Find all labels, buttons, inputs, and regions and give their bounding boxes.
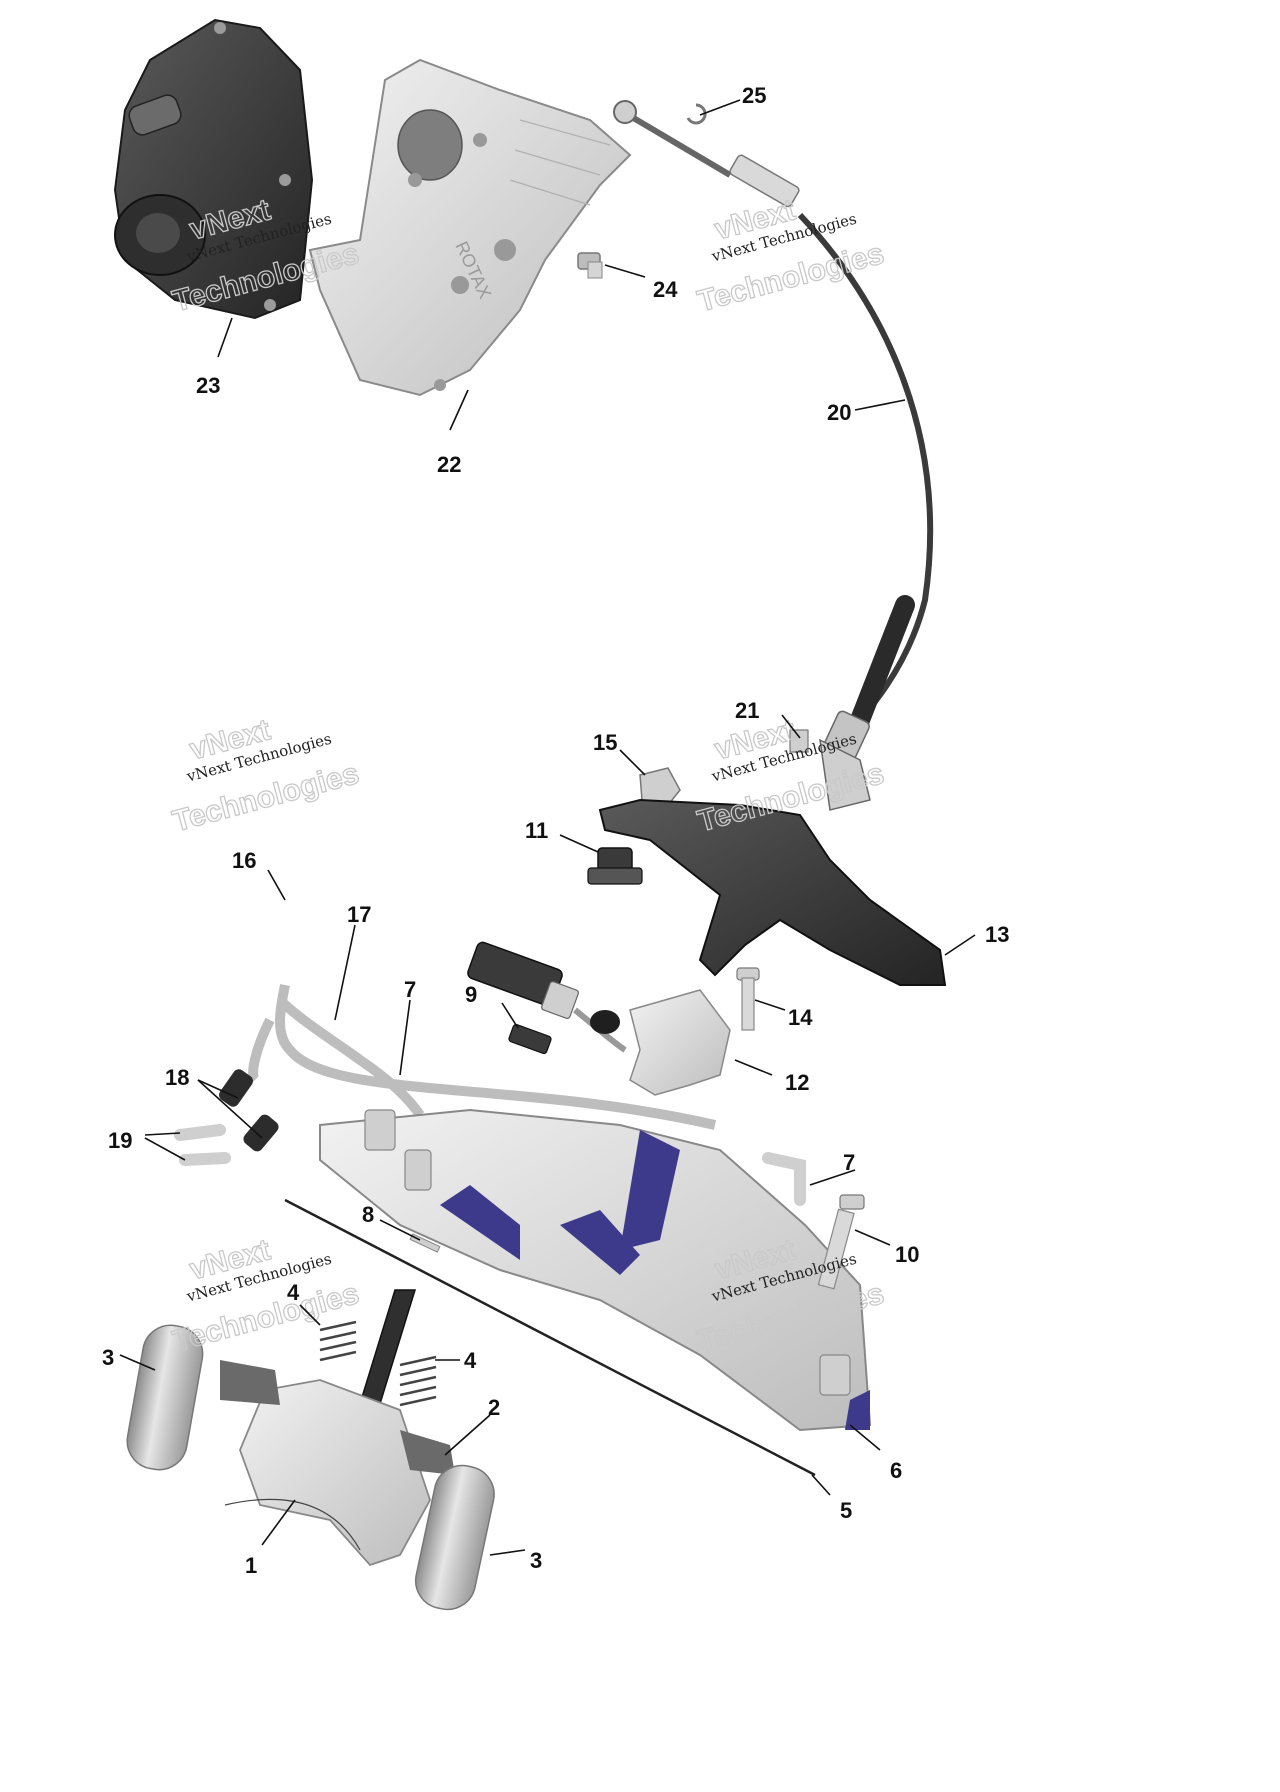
callout-22: 22	[437, 452, 461, 477]
callout-25: 25	[742, 83, 766, 108]
actuator-motor	[113, 18, 314, 320]
callout-16: 16	[232, 848, 256, 873]
fitting-7	[762, 1152, 806, 1206]
housing-rail	[319, 1108, 872, 1432]
callout-15: 15	[593, 730, 617, 755]
check-valves	[219, 1069, 279, 1152]
callout-18: 18	[165, 1065, 189, 1090]
sensor-connector	[467, 941, 627, 1053]
hoses	[248, 984, 717, 1130]
cable-fastener	[789, 729, 809, 753]
callout-12: 12	[785, 1070, 809, 1095]
rubber-stop	[587, 847, 643, 885]
sensor-bracket	[629, 989, 731, 1096]
springs	[319, 1320, 437, 1407]
callout-17: 17	[347, 902, 371, 927]
callout-21: 21	[735, 698, 759, 723]
pin-3-right	[414, 1464, 495, 1611]
callout-11: 11	[525, 818, 548, 843]
callout-8: 8	[362, 1202, 374, 1227]
callout-19: 19	[108, 1128, 132, 1153]
callout-7-upper: 7	[404, 977, 416, 1002]
callout-3-left: 3	[102, 1345, 114, 1370]
callout-9: 9	[465, 982, 477, 1007]
wire-5	[284, 1198, 816, 1477]
block-1	[224, 1379, 431, 1567]
bolt-14	[736, 967, 760, 1031]
callout-13: 13	[985, 922, 1009, 947]
callout-7-lower: 7	[843, 1150, 855, 1175]
retaining-clip	[686, 103, 707, 125]
callout-24: 24	[653, 277, 678, 302]
callout-4-upper: 4	[287, 1280, 300, 1305]
leader-lines	[119, 99, 976, 1556]
lever-housing	[598, 738, 947, 986]
callout-4-lower: 4	[464, 1348, 477, 1373]
callout-5: 5	[840, 1498, 852, 1523]
callout-2: 2	[488, 1395, 500, 1420]
shift-cable	[613, 100, 934, 760]
callout-3-right: 3	[530, 1548, 542, 1573]
pad-9	[508, 1023, 552, 1055]
bolt-10	[817, 1194, 865, 1290]
watermark-2: vNext vNext Technologies Technologies	[694, 193, 888, 319]
mounting-bracket: ROTAX	[308, 58, 632, 397]
watermark-3: vNext vNext Technologies Technologies	[169, 713, 363, 839]
pin-3-left	[126, 1324, 204, 1471]
callout-10: 10	[895, 1242, 919, 1267]
callout-23: 23	[196, 373, 220, 398]
plate-2	[220, 1360, 455, 1475]
callout-6: 6	[890, 1458, 902, 1483]
callouts: 1 2 3 3 4 4 5 6 7 7 8 9 10 11 12 13 14 1…	[102, 83, 1009, 1578]
hose-pieces	[174, 1124, 231, 1166]
callout-20: 20	[827, 400, 851, 425]
nut	[639, 767, 681, 806]
callout-14: 14	[788, 1005, 813, 1030]
callout-1: 1	[245, 1553, 257, 1578]
small-bolt	[577, 252, 603, 279]
